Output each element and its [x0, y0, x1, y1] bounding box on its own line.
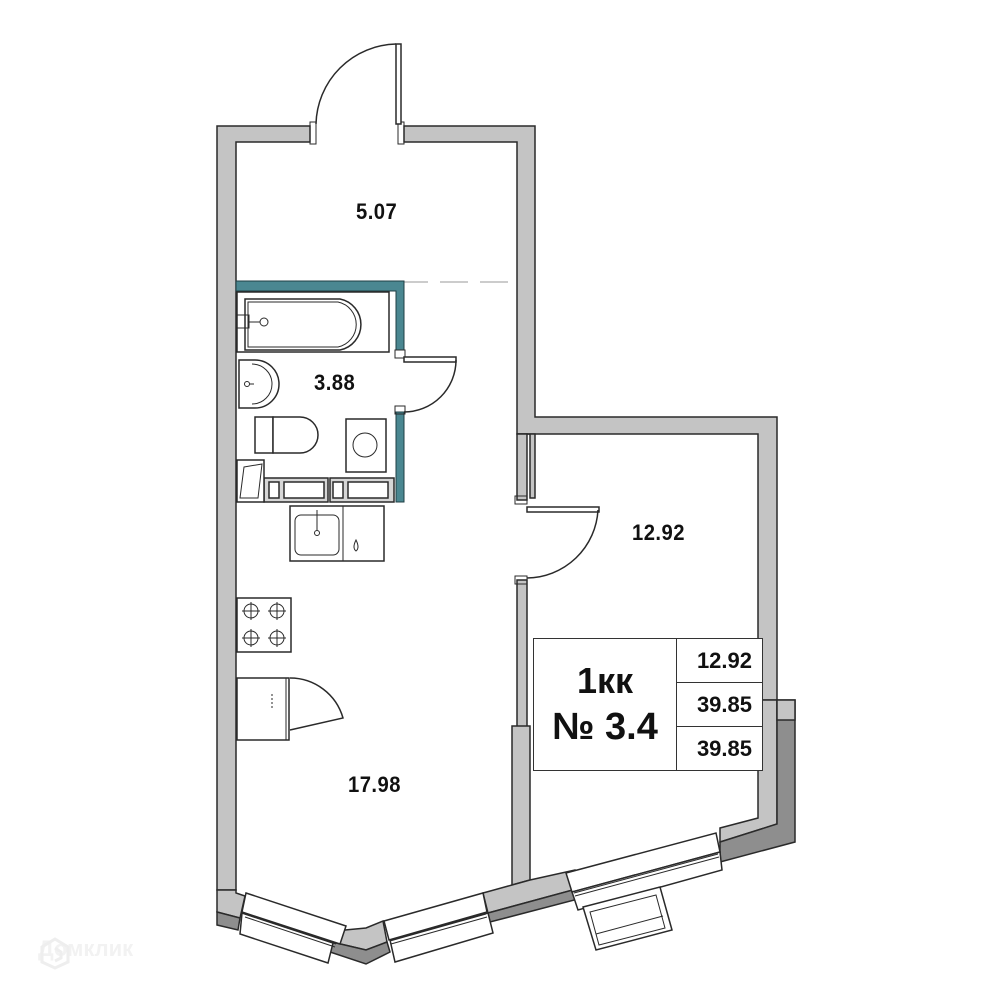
bathroom-sink: [238, 359, 280, 409]
apartment-type: 1кк: [576, 659, 634, 701]
window-bedroom: [565, 832, 723, 911]
partition-lower-thin: [516, 579, 528, 729]
watermark: Домклик: [38, 936, 133, 970]
washing-machine: [345, 418, 387, 473]
apartment-areas: 12.92 39.85 39.85: [677, 639, 762, 770]
toilet: [254, 416, 319, 454]
room-area-bathroom: 3.88: [314, 370, 356, 395]
bathroom-walls: [235, 280, 406, 503]
living-area: 12.92: [677, 639, 762, 683]
entry-door: [309, 43, 405, 145]
bedroom-door: [514, 495, 600, 585]
total-area: 39.85: [677, 683, 762, 727]
bathroom-cabinets: [236, 459, 395, 503]
room-area-hallway: 5.07: [356, 199, 398, 224]
wall-bottom-left-outer: [216, 911, 241, 931]
room-area-kitchen-living: 17.98: [348, 772, 401, 797]
stove: [236, 597, 292, 653]
bathtub: [236, 291, 390, 353]
room-area-bedroom: 12.92: [632, 520, 685, 545]
apartment-id: 1кк № 3.4: [534, 639, 677, 770]
partition-upper-stub: [516, 433, 528, 501]
partition-upper: [517, 433, 536, 499]
french-balcony: [582, 886, 673, 951]
apartment-info-box: 1кк № 3.4 12.92 39.85 39.85: [533, 638, 763, 771]
wall-top-right: [403, 125, 778, 701]
partition-lower: [511, 725, 531, 886]
fridge: [236, 677, 344, 741]
window-left: [239, 892, 347, 964]
bathroom-door: [403, 356, 457, 413]
total-area-with-balcony: 39.85: [696, 735, 752, 761]
apartment-number: № 3.4: [552, 705, 658, 748]
house-logo-icon: [40, 937, 70, 970]
window-middle: [383, 892, 494, 963]
wall-right-cap: [776, 699, 796, 721]
kitchen-sink: [289, 505, 385, 562]
